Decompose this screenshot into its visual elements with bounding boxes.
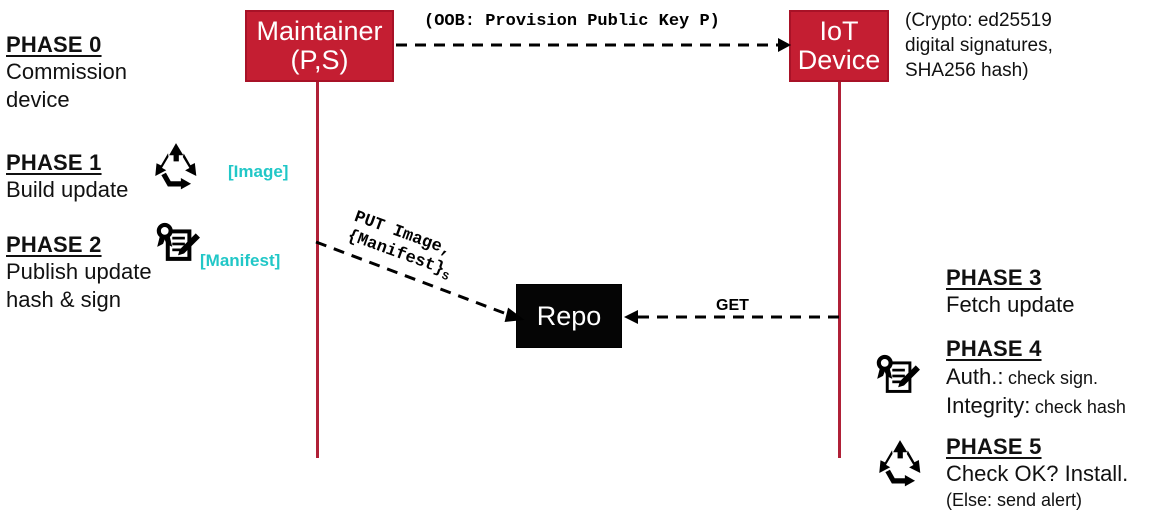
phase-4-block: PHASE 4 Auth.: check sign. Integrity: ch…: [946, 336, 1126, 419]
actor-repo[interactable]: Repo: [516, 284, 622, 348]
actor-maintainer-line1: Maintainer: [256, 16, 383, 47]
actor-iot-device-line1: IoT: [819, 16, 859, 47]
get-message-label: GET: [716, 297, 749, 314]
phase-0-line-0: Commission: [6, 59, 128, 84]
phase-3-block: PHASE 3 Fetch update: [946, 265, 1074, 319]
phase-4-kv-0: Auth.: check sign.: [946, 363, 1126, 391]
actor-maintainer[interactable]: Maintainer (P,S): [245, 10, 394, 82]
phase-4-kv-0-value: check sign.: [1007, 368, 1098, 388]
phase-4-kv-1-value: check hash: [1034, 396, 1126, 417]
signed-document-icon: [876, 354, 920, 393]
phase-5-line-0: Check OK? Install.: [946, 461, 1129, 486]
phase-4-kv-0-key: Auth.:: [946, 364, 1004, 389]
phase-0-block: PHASE 0 Commission device: [6, 32, 127, 113]
maintainer-lifeline: [316, 82, 319, 458]
actor-repo-label: Repo: [536, 300, 602, 331]
artifact-image-label: [Image]: [228, 162, 289, 181]
phase-5-block: PHASE 5 Check OK? Install. (Else: send a…: [946, 434, 1128, 511]
recycle-icon: [155, 143, 197, 190]
phase-3-line-0: Fetch update: [946, 292, 1075, 317]
crypto-note-line1: (Crypto: ed25519: [905, 10, 1052, 31]
phase-3-title: PHASE 3: [946, 265, 1042, 290]
phase-1-title: PHASE 1: [6, 150, 102, 175]
get-message-arrow: [624, 310, 840, 324]
actor-maintainer-line2: (P,S): [290, 45, 349, 75]
actor-iot-device-line2: Device: [797, 45, 881, 75]
phase-4-kv-1: Integrity: check hash: [946, 392, 1126, 420]
phase-0-line-1: device: [6, 86, 70, 112]
phase-5-title: PHASE 5: [946, 434, 1042, 459]
iot-device-lifeline: [838, 82, 841, 458]
crypto-note-line2: digital signatures,: [905, 35, 1053, 57]
actor-iot-device[interactable]: IoT Device: [789, 10, 889, 82]
phase-1-line-0: Build update: [6, 177, 129, 202]
phase-0-title: PHASE 0: [6, 32, 102, 57]
phase-2-block: PHASE 2 Publish update hash & sign: [6, 232, 152, 313]
crypto-note: (Crypto: ed25519 digital signatures, SHA…: [905, 8, 1053, 83]
put-message-arrow: [315, 240, 525, 323]
phase-2-title: PHASE 2: [6, 232, 102, 257]
crypto-note-line3: SHA256 hash): [905, 60, 1029, 82]
recycle-icon: [879, 440, 921, 487]
phase-1-block: PHASE 1 Build update: [6, 150, 128, 204]
phase-4-title: PHASE 4: [946, 336, 1042, 361]
phase-5-small-line-0: (Else: send alert): [946, 489, 1083, 510]
oob-message-arrow: [396, 38, 791, 52]
phase-2-line-1: hash & sign: [6, 286, 121, 312]
artifact-manifest-label: [Manifest]: [200, 251, 281, 270]
signed-document-icon: [156, 222, 200, 261]
phase-2-line-0: Publish update: [6, 259, 152, 284]
phase-4-kv-1-key: Integrity:: [946, 392, 1031, 418]
oob-message-label: (OOB: Provision Public Key P): [424, 12, 720, 31]
